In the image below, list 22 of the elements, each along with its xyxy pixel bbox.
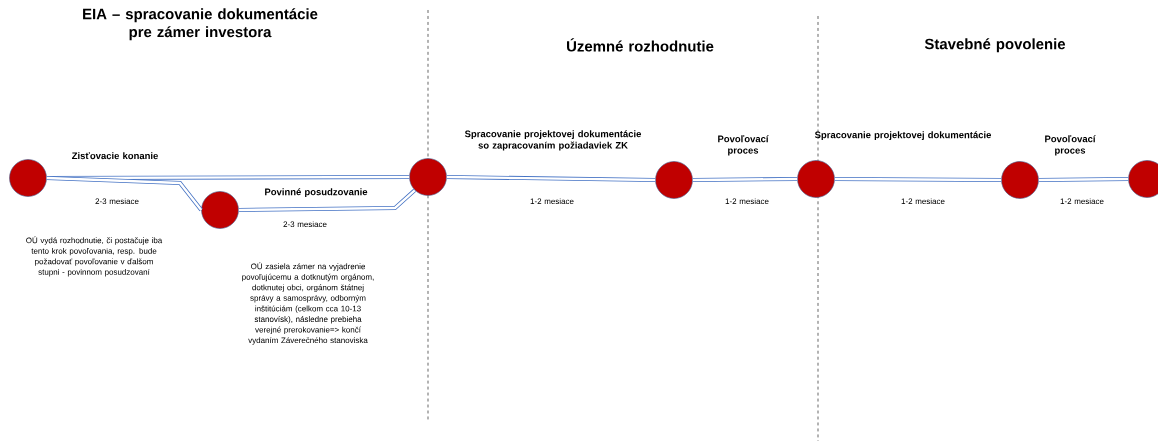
milestone-circle (9, 159, 47, 197)
milestone-circle (797, 160, 835, 198)
step-title: Povoľovací proces (1045, 135, 1096, 156)
phase-heading: Stavebné povolenie (924, 38, 1066, 53)
double-line (834, 177, 1002, 182)
step-title: Povoľovací proces (718, 135, 769, 156)
milestone-circle (1128, 160, 1158, 198)
double-line (1038, 177, 1129, 182)
step-title: Spracovanie projektovej dokumentácie so zapracovaním požiadaviek ZK (464, 130, 642, 151)
step-title: Spracovanie projektovej dokumentácie (814, 131, 992, 141)
milestone-circle (201, 191, 239, 229)
step-title: Povinné posudzovanie (265, 188, 368, 198)
double-line (238, 188, 417, 212)
step-title: Zisťovacie konanie (72, 152, 158, 160)
double-line (692, 177, 798, 182)
phase-heading: EIA – spracovanie dokumentácie pre zámer investora (83, 8, 318, 41)
phase-heading: Územné rozhodnutie (567, 38, 714, 52)
milestone-circle (655, 161, 693, 199)
milestone-circle (409, 158, 447, 196)
double-line (446, 175, 656, 182)
milestone-circle (1001, 161, 1039, 199)
double-line (46, 176, 203, 212)
